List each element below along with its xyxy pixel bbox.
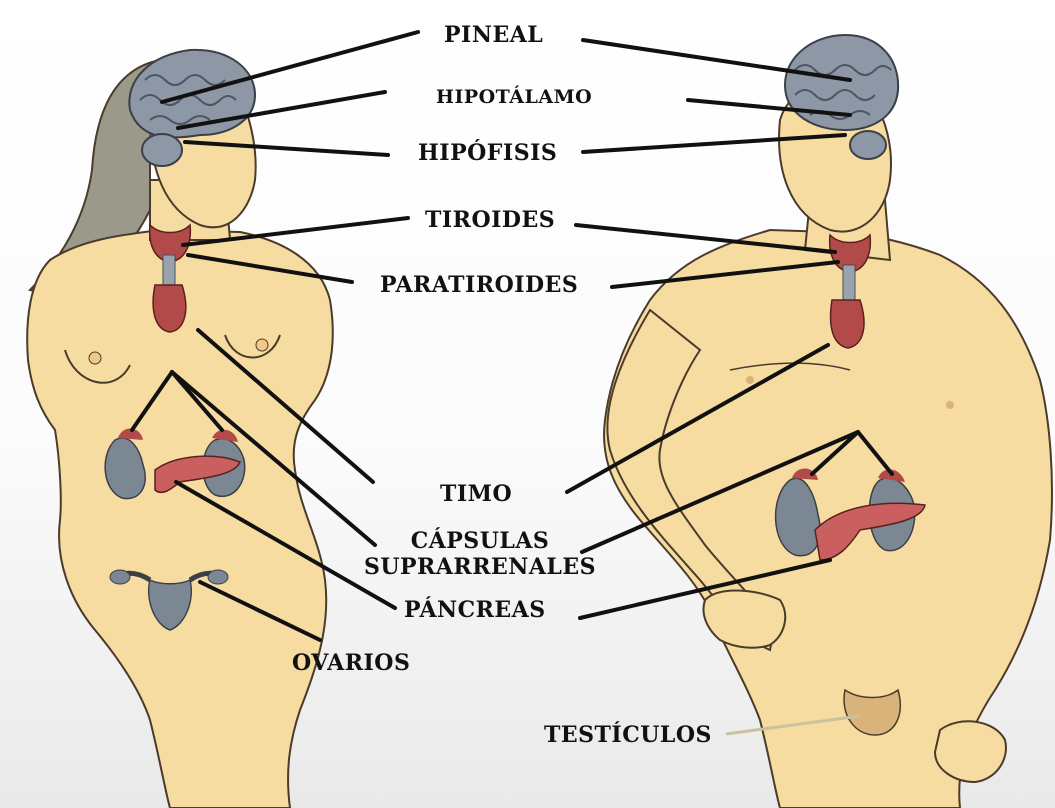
- woman-nipple-left: [89, 352, 101, 364]
- label-capsulas-line2: SUPRARRENALES: [355, 554, 605, 580]
- label-capsulas: CÁPSULAS SUPRARRENALES: [355, 528, 605, 580]
- woman-thymus: [153, 285, 186, 332]
- woman-cerebellum: [142, 134, 182, 166]
- man-figure: [604, 35, 1052, 808]
- woman-ovary-left: [110, 570, 130, 584]
- woman-nipple-right: [256, 339, 268, 351]
- label-capsulas-line1: CÁPSULAS: [355, 528, 605, 554]
- man-cerebellum: [850, 131, 886, 159]
- label-testiculos: TESTÍCULOS: [544, 722, 712, 748]
- label-pancreas: PÁNCREAS: [404, 597, 546, 623]
- woman-figure: [27, 50, 333, 808]
- label-hipofisis: HIPÓFISIS: [418, 140, 557, 166]
- man-fist: [935, 721, 1006, 782]
- label-pineal: PINEAL: [444, 22, 543, 48]
- label-hipotalamo: HIPOTÁLAMO: [436, 84, 592, 110]
- label-paratiroides: PARATIROIDES: [380, 272, 578, 298]
- label-ovarios: OVARIOS: [292, 650, 410, 676]
- man-nipple-left: [746, 376, 754, 384]
- man-nipple-right: [946, 401, 954, 409]
- woman-ovary-right: [208, 570, 228, 584]
- label-timo: TIMO: [440, 481, 512, 507]
- man-hand: [703, 591, 785, 648]
- label-tiroides: TIROIDES: [425, 207, 555, 233]
